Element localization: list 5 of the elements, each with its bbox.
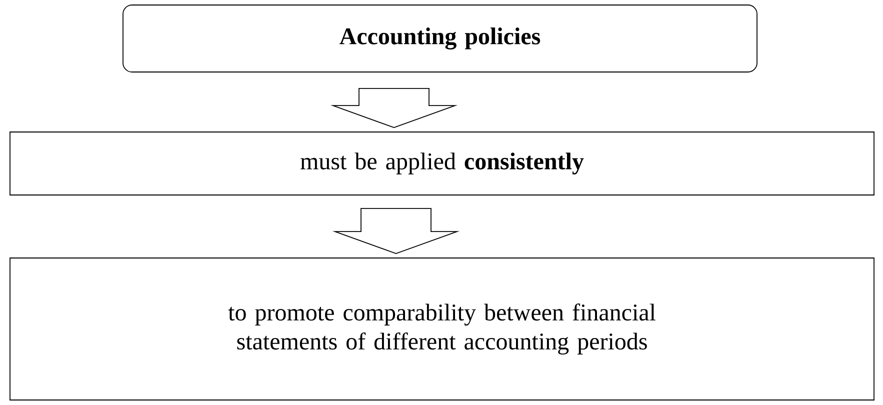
text-box: must be applied consistently <box>10 132 874 196</box>
text-box: to promote comparability between financial statements of different accounting periods <box>10 258 874 400</box>
rounded-box: Accounting policies <box>122 4 758 72</box>
block-arrow <box>330 88 458 128</box>
block-arrow <box>332 208 460 254</box>
